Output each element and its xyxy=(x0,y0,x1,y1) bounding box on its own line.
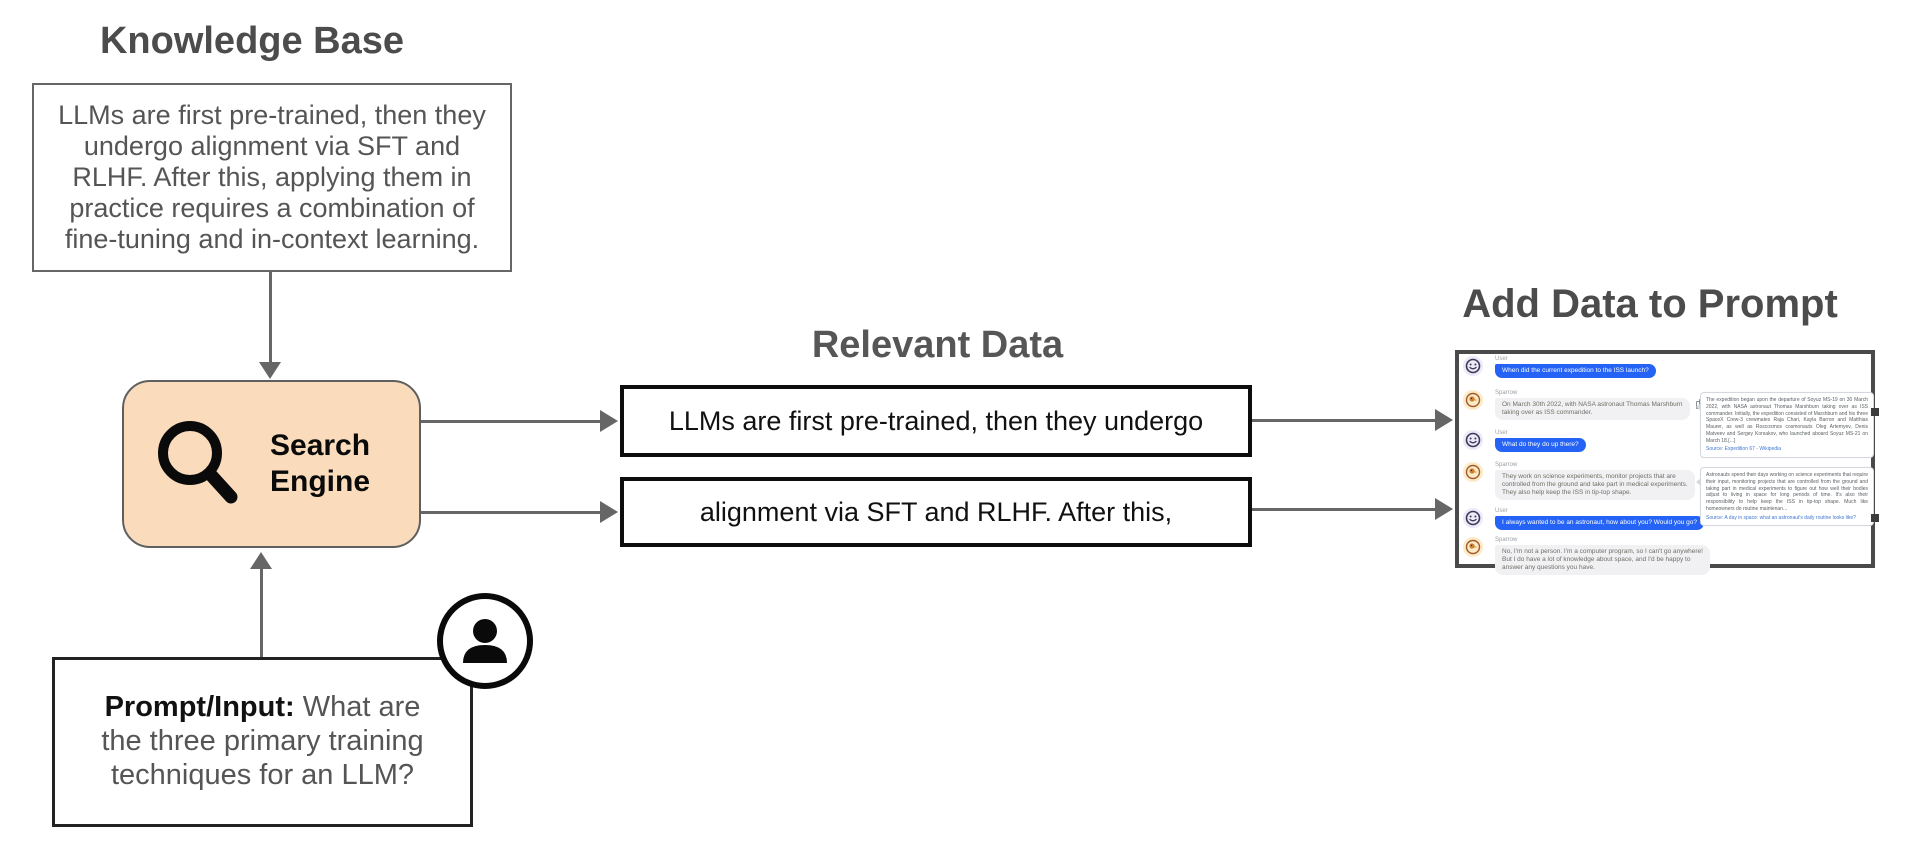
knowledge-base-box: LLMs are first pre-trained, then they un… xyxy=(32,83,512,272)
user-icon xyxy=(437,593,533,689)
arrow-search-to-rd1 xyxy=(421,420,603,423)
arrowhead-rd2-to-prompt xyxy=(1435,498,1453,520)
arrowhead-rd1-to-prompt xyxy=(1435,409,1453,431)
sender-label: Sparrow xyxy=(1495,390,1518,396)
chat-bubble-bot: No, I'm not a person. I'm a computer pro… xyxy=(1495,545,1710,576)
arrow-rd2-to-prompt xyxy=(1252,508,1435,511)
search-engine-label: Search Engine xyxy=(270,429,371,498)
evidence-source-link[interactable]: Source: A day in space: what an astronau… xyxy=(1706,514,1856,521)
chat-bubble-bot: On March 30th 2022, with NASA astronaut … xyxy=(1495,398,1690,421)
arrowhead-kb-to-search xyxy=(259,362,281,379)
arrowhead-prompt-to-search xyxy=(250,552,272,569)
arrowhead-search-to-rd2 xyxy=(600,501,618,523)
user-avatar-icon xyxy=(1463,430,1483,450)
sparrow-avatar-icon xyxy=(1463,390,1483,410)
prompt-input-box: Prompt/Input: What are the three primary… xyxy=(52,657,473,827)
evidence-source-link[interactable]: Source: Expedition 67 - Wikipedia xyxy=(1706,446,1782,453)
sparrow-avatar-icon xyxy=(1463,537,1483,557)
arrow-prompt-to-search xyxy=(260,568,263,657)
evidence-card-1: The expedition began upon the departure … xyxy=(1696,392,1874,458)
user-avatar-icon xyxy=(1463,356,1483,376)
sparrow-avatar-icon xyxy=(1463,462,1483,482)
evidence-text: The expedition began upon the departure … xyxy=(1706,397,1868,444)
chat-bubble-bot: They work on science experiments, monito… xyxy=(1495,470,1695,501)
sender-label: Sparrow xyxy=(1495,462,1518,468)
chat-row-user-1: User When did the current expedition to … xyxy=(1463,356,1656,382)
sender-label: User xyxy=(1495,356,1508,362)
chat-row-user-2: User What do they do up there? xyxy=(1463,430,1586,456)
chat-bubble-user: I always wanted to be an astronaut, how … xyxy=(1495,516,1705,531)
sender-label: User xyxy=(1495,508,1508,514)
relevant-data-title: Relevant Data xyxy=(811,324,1064,366)
chat-row-bot-1: Sparrow On March 30th 2022, with NASA as… xyxy=(1463,390,1708,421)
chat-row-bot-2: Sparrow They work on science experiments… xyxy=(1463,462,1713,501)
prompt-text: What are the three primary training tech… xyxy=(101,691,424,791)
arrow-rd1-to-prompt xyxy=(1252,419,1435,422)
relevant-data-box-1: LLMs are first pre-trained, then they un… xyxy=(620,385,1252,457)
user-avatar-icon xyxy=(1463,508,1483,528)
sender-label: User xyxy=(1495,430,1508,436)
arrow-search-to-rd2 xyxy=(421,511,603,514)
evidence-text: Astronauts spend their days working on s… xyxy=(1706,472,1868,512)
chat-row-user-3: User I always wanted to be an astronaut,… xyxy=(1463,508,1705,534)
person-icon xyxy=(463,619,507,663)
relevant-data-box-2: alignment via SFT and RLHF. After this, xyxy=(620,477,1252,547)
chat-bubble-user: What do they do up there? xyxy=(1495,438,1586,453)
connector-handle xyxy=(1871,408,1879,416)
arrow-kb-to-search xyxy=(269,272,272,364)
chat-row-bot-3: Sparrow No, I'm not a person. I'm a comp… xyxy=(1463,537,1710,576)
chat-bubble-user: When did the current expedition to the I… xyxy=(1495,364,1656,379)
chat-screenshot: User When did the current expedition to … xyxy=(1455,350,1879,576)
sender-label: Sparrow xyxy=(1495,537,1518,543)
add-data-to-prompt-title: Add Data to Prompt xyxy=(1462,282,1838,326)
magnifier-icon xyxy=(158,421,238,504)
arrowhead-search-to-rd1 xyxy=(600,410,618,432)
connector-handle xyxy=(1871,514,1879,522)
evidence-card-2: Astronauts spend their days working on s… xyxy=(1696,467,1874,527)
knowledge-base-title: Knowledge Base xyxy=(99,20,405,62)
prompt-label: Prompt/Input: xyxy=(104,691,295,724)
search-engine-node: Search Engine xyxy=(122,380,421,548)
